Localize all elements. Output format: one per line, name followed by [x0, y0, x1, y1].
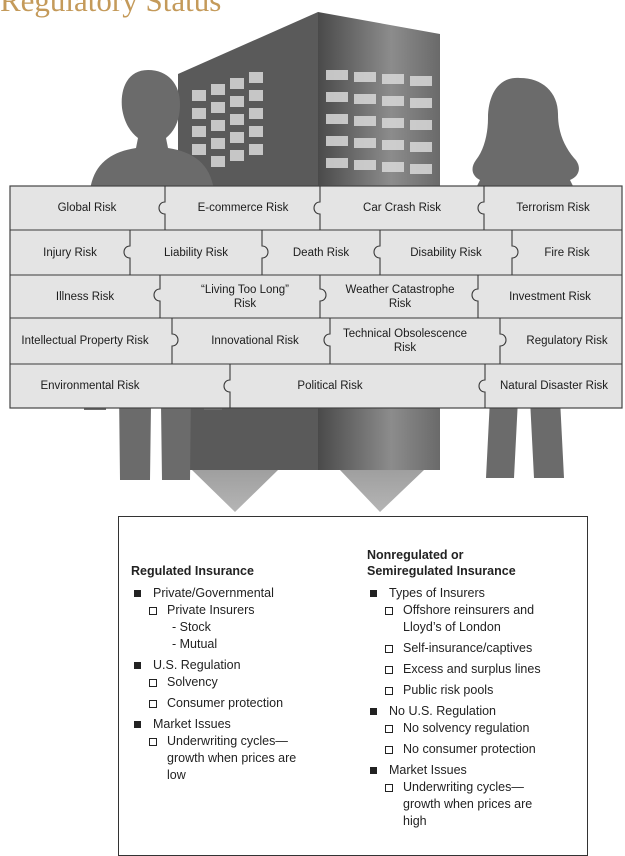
- risk-label: Political Risk: [297, 380, 363, 392]
- nonregulated-column: Nonregulated or Semiregulated Insurance …: [367, 547, 582, 830]
- list-item: Market Issues: [367, 762, 582, 779]
- list-item: Public risk pools: [367, 682, 582, 699]
- risk-label: Illness Risk: [55, 290, 115, 303]
- list-item: Types of Insurers: [367, 585, 582, 602]
- list-item: Excess and surplus lines: [367, 661, 582, 678]
- insurance-comparison-box: Regulated Insurance Private/Governmental…: [118, 516, 588, 856]
- risk-label: Environmental Risk: [40, 380, 140, 392]
- list-item: No consumer protection: [367, 741, 582, 758]
- risk-label: Car Crash Risk: [363, 202, 441, 214]
- list-item: Private Insurers: [131, 602, 326, 619]
- regulated-column: Regulated Insurance Private/Governmental…: [131, 563, 326, 784]
- risk-label: Death Risk: [292, 246, 350, 259]
- list-item: U.S. Regulation: [131, 657, 326, 674]
- risk-label: Terrorism Risk: [516, 202, 590, 214]
- risk-label: Technical Obsolescence Risk: [342, 328, 467, 354]
- column-heading: Regulated Insurance: [131, 564, 254, 578]
- list-item: No solvency regulation: [367, 720, 582, 737]
- list-item: Solvency: [131, 674, 326, 691]
- risk-label: “Living Too Long” Risk: [200, 283, 289, 310]
- risk-label: Investment Risk: [509, 290, 591, 303]
- risk-label: Global Risk: [57, 202, 117, 214]
- list-item: - Stock: [172, 620, 211, 634]
- risk-label: Weather Catastrophe Risk: [345, 283, 455, 310]
- list-item: Self-insurance/captives: [367, 640, 582, 657]
- risk-label: Injury Risk: [43, 246, 97, 259]
- list-item: Private/Governmental: [131, 585, 326, 602]
- list-item: Market Issues: [131, 716, 326, 733]
- risk-label: Regulatory Risk: [526, 335, 608, 347]
- risk-label: Liability Risk: [164, 246, 228, 259]
- risk-label: Intellectual Property Risk: [21, 335, 149, 347]
- puzzle-band: [9, 185, 623, 409]
- risk-label: Fire Risk: [544, 246, 590, 259]
- list-item: - Mutual: [172, 637, 218, 651]
- risk-label: E-commerce Risk: [197, 202, 289, 214]
- risk-label: Innovational Risk: [211, 335, 299, 347]
- risk-label: Natural Disaster Risk: [500, 380, 608, 392]
- list-item: Offshore reinsurers and Lloyd’s of Londo…: [367, 602, 563, 636]
- list-item: Underwriting cycles— growth when prices …: [131, 733, 317, 784]
- list-item: No U.S. Regulation: [367, 703, 582, 720]
- list-item: Underwriting cycles— growth when prices …: [367, 779, 553, 830]
- column-heading: Nonregulated or Semiregulated Insurance: [367, 548, 516, 578]
- figure-title: Regulatory Status: [0, 0, 222, 18]
- list-item: Consumer protection: [131, 695, 326, 712]
- risk-label: Disability Risk: [410, 246, 482, 259]
